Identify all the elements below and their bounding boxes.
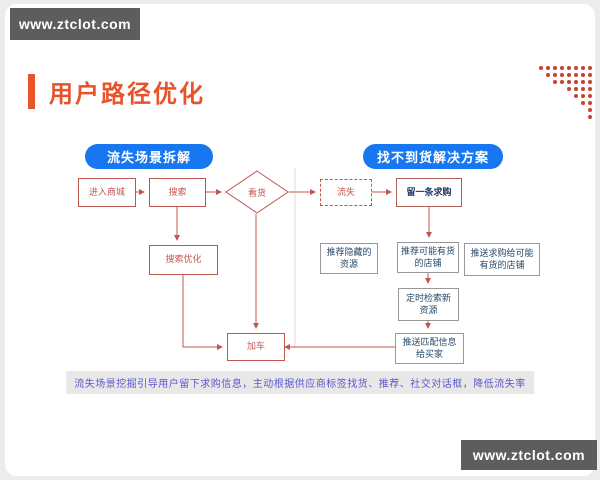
site-url-banner-bottom: www.ztclot.com <box>461 440 597 470</box>
flow-node-push-match-info: 推送匹配信息给买家 <box>395 333 464 364</box>
dots-triangle-decoration <box>536 66 592 122</box>
page-title: 用户路径优化 <box>49 81 205 108</box>
slide-card <box>5 4 595 476</box>
title-block: 用户路径优化 <box>28 74 205 109</box>
flow-node-enter-mall: 进入商城 <box>78 178 136 207</box>
flow-node-recommend-shops: 推荐可能有货的店铺 <box>397 242 459 273</box>
flow-node-view-goods: 看货 <box>225 170 289 214</box>
diamond-shape <box>225 170 289 214</box>
section-header-churn-scenarios: 流失场景拆解 <box>85 144 213 169</box>
flow-node-leave-purchase-request: 留一条求购 <box>396 178 462 207</box>
site-url-text: www.ztclot.com <box>472 447 586 463</box>
section-header-no-goods-solution: 找不到货解决方案 <box>363 144 503 169</box>
site-url-banner-top: www.ztclot.com <box>10 8 140 40</box>
flow-node-recommend-hidden-resources: 推荐隐藏的资源 <box>320 243 378 274</box>
flow-node-churn: 流失 <box>320 179 372 206</box>
flow-node-search: 搜索 <box>149 178 206 207</box>
site-url-text: www.ztclot.com <box>18 16 132 32</box>
flow-node-push-request-to-shops: 推送求购给可能有货的店铺 <box>464 243 540 276</box>
flow-node-search-optimize: 搜索优化 <box>149 245 218 275</box>
caption-bar: 流失场景挖掘引导用户留下求购信息，主动根据供应商标签找货、推荐、社交对话框，降低… <box>66 371 534 394</box>
flow-node-add-to-cart: 加车 <box>227 333 285 361</box>
diamond-label: 看货 <box>247 187 266 198</box>
flow-node-scheduled-search: 定时检索新资源 <box>398 288 459 321</box>
title-accent-bar <box>28 74 35 109</box>
